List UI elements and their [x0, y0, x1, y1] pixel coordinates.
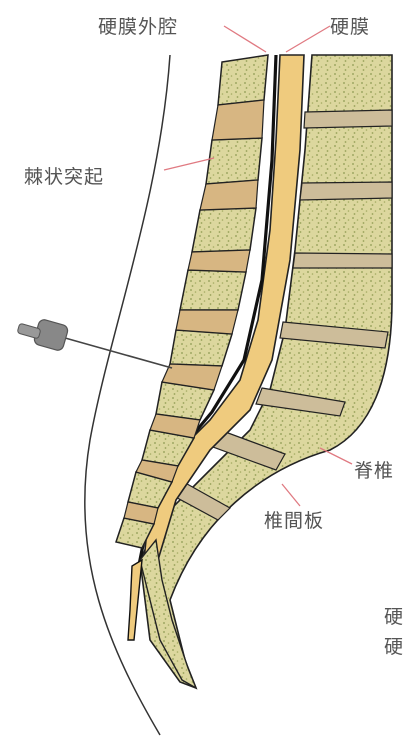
dura-label: 硬膜: [330, 12, 370, 39]
filum-tail: [128, 560, 142, 640]
spinous-process-label: 棘状突起: [24, 162, 104, 189]
edge-text-2: 硬: [384, 632, 404, 659]
syringe-needle-icon: [17, 318, 172, 368]
edge-text-1: 硬: [384, 602, 404, 629]
vertebra-label: 脊椎: [354, 456, 394, 483]
epidural-space-label: 硬膜外腔: [98, 12, 178, 39]
intervertebral-disc-label: 椎間板: [264, 506, 324, 533]
